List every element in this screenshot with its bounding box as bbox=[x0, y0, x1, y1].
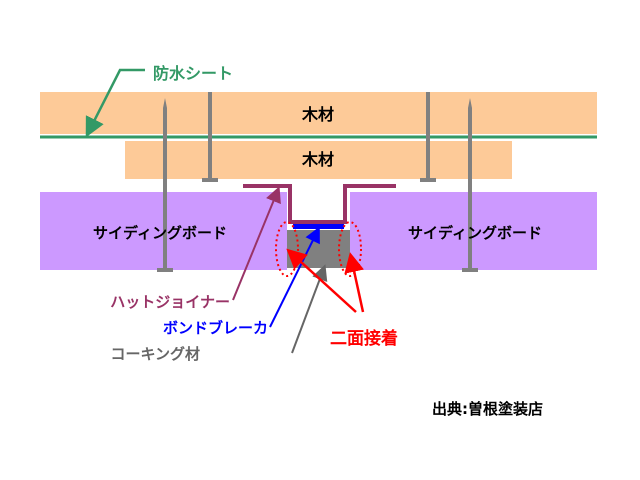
nail bbox=[157, 92, 478, 272]
adhesion-area-right bbox=[338, 221, 362, 277]
two-surface-adhesion-label: 二面接着 bbox=[330, 328, 398, 349]
wood-second-label: 木材 bbox=[301, 150, 334, 169]
adhesion-arrow-left bbox=[286, 248, 357, 313]
source-label: 出典:曽根塗装店 bbox=[432, 400, 543, 418]
wood-second bbox=[125, 141, 512, 179]
bond-breaker bbox=[293, 224, 344, 229]
wood-top bbox=[40, 92, 597, 134]
wood-top-label: 木材 bbox=[301, 105, 334, 124]
bond-breaker-arrow bbox=[269, 226, 320, 328]
hat-joiner-arrow bbox=[232, 186, 281, 301]
caulking-label: コーキング材 bbox=[110, 345, 200, 363]
waterproof-sheet-label: 防水シート bbox=[153, 64, 233, 83]
siding-left-label: サイディングボード bbox=[93, 224, 227, 242]
waterproof-sheet-arrow bbox=[85, 68, 145, 138]
adhesion-arrow-right bbox=[344, 252, 365, 313]
siding-board-right bbox=[350, 192, 597, 270]
caulking-arrow bbox=[291, 264, 328, 354]
hat-joiner-label: ハットジョイナー bbox=[110, 293, 230, 311]
bond-breaker-label: ボンドブレーカ bbox=[163, 319, 268, 337]
hat-joiner bbox=[243, 184, 396, 224]
siding-right-label: サイディングボード bbox=[408, 224, 542, 242]
